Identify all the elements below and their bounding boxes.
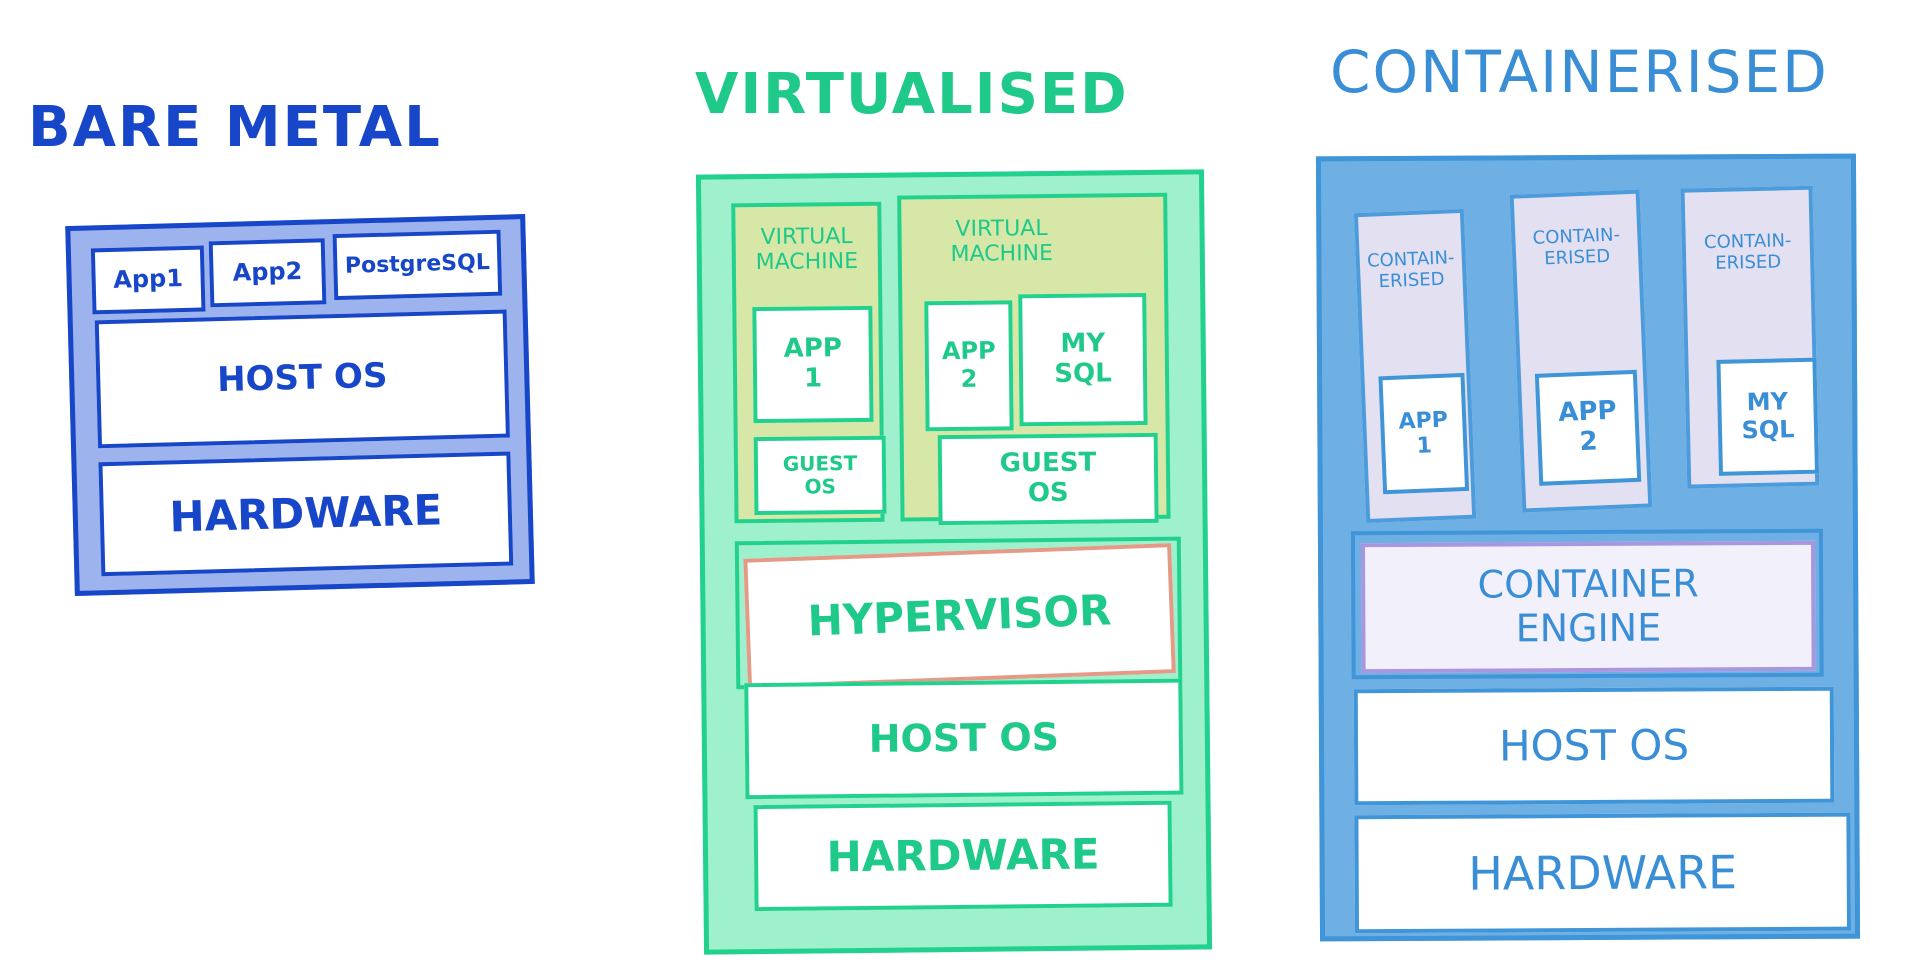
container-2: CONTAIN- ERISED APP 2 (1509, 189, 1653, 513)
container-3-app: MY SQL (1716, 357, 1820, 476)
vm2-mysql-box: MY SQL (1018, 292, 1148, 427)
container-3-label: CONTAIN- ERISED (1703, 230, 1792, 274)
vm1-label: VIRTUAL MACHINE (755, 223, 859, 276)
virtualised-title: VIRTUALISED (695, 62, 1129, 127)
bare-metal-stack: App1 App2 PostgreSQL HOST OS HARDWARE (65, 214, 535, 596)
bare-metal-title: BARE METAL (28, 95, 442, 160)
vm2-app-box: APP 2 (924, 300, 1014, 432)
vm1-guest-os-box: GUEST OS (753, 435, 887, 516)
hardware-box: HARDWARE (1354, 812, 1852, 934)
container-1: CONTAIN- ERISED APP 1 (1353, 208, 1477, 523)
containerised-title: CONTAINERISED (1330, 38, 1829, 106)
postgresql-box: PostgreSQL (332, 229, 503, 301)
virtualised-stack: VIRTUAL MACHINE APP 1 GUEST OS VIRTUAL M… (695, 169, 1213, 955)
vm2-guest-os-box: GUEST OS (937, 432, 1159, 526)
host-os-box: HOST OS (94, 309, 510, 449)
app2-box: App2 (208, 238, 327, 308)
vm1-frame: VIRTUAL MACHINE APP 1 GUEST OS (731, 201, 887, 524)
hardware-box: HARDWARE (753, 800, 1173, 912)
app1-box: App1 (90, 245, 206, 315)
container-3: CONTAIN- ERISED MY SQL (1680, 185, 1820, 489)
container-engine-box: CONTAINER ENGINE (1360, 540, 1816, 674)
container-1-label: CONTAIN- ERISED (1366, 247, 1455, 293)
containerised-stack: CONTAIN- ERISED APP 1 CONTAIN- ERISED AP… (1315, 153, 1861, 942)
container-2-label: CONTAIN- ERISED (1532, 224, 1621, 270)
hardware-box: HARDWARE (98, 451, 514, 577)
container-2-app: APP 2 (1534, 369, 1642, 486)
vm2-label: VIRTUAL MACHINE (950, 215, 1054, 268)
host-os-box: HOST OS (744, 678, 1184, 800)
container-1-app: APP 1 (1378, 372, 1470, 495)
vm2-frame: VIRTUAL MACHINE APP 2 MY SQL GUEST OS (897, 192, 1171, 526)
host-os-box: HOST OS (1353, 686, 1835, 806)
vm1-app-box: APP 1 (752, 305, 874, 424)
hypervisor-box: HYPERVISOR (743, 543, 1176, 689)
